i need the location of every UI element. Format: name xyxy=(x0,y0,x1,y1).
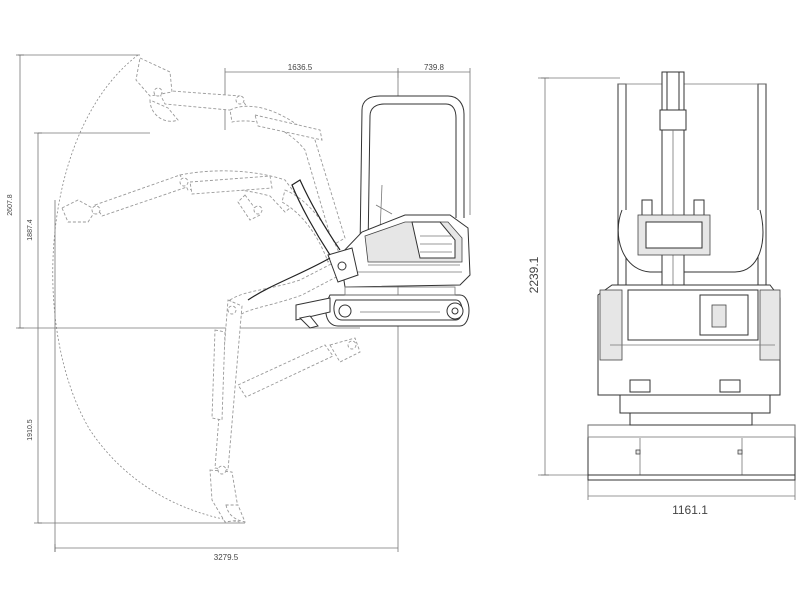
undercarriage xyxy=(295,286,470,329)
front-undercarriage xyxy=(587,412,796,481)
arm-raised xyxy=(135,57,346,246)
front-view: 2239.1 1161.1 xyxy=(527,71,796,517)
front-body xyxy=(597,284,781,414)
dim-reach-width: 1636.5 xyxy=(288,63,313,72)
dim-tail-width: 739.8 xyxy=(424,63,445,72)
machine-body xyxy=(327,214,471,288)
arm-lowered xyxy=(209,261,361,523)
dim-track-width: 1161.1 xyxy=(672,503,708,517)
arm-extended xyxy=(61,170,341,263)
dim-lower-height: 1887.4 xyxy=(27,219,34,241)
dim-dig-depth: 1910.5 xyxy=(27,419,34,441)
front-dimension-lines xyxy=(538,77,796,500)
working-boom xyxy=(247,179,341,301)
dim-max-reach: 3279.5 xyxy=(214,553,239,562)
dim-overall-height: 2239.1 xyxy=(527,256,541,293)
side-dimension-lines xyxy=(16,54,471,552)
side-view: 1636.5 739.8 2607.8 1887.4 1910.5 3279.5 xyxy=(7,54,471,562)
cab-frame xyxy=(359,95,465,251)
reach-arc xyxy=(52,54,241,523)
dim-dump-height: 2607.8 xyxy=(7,194,14,216)
